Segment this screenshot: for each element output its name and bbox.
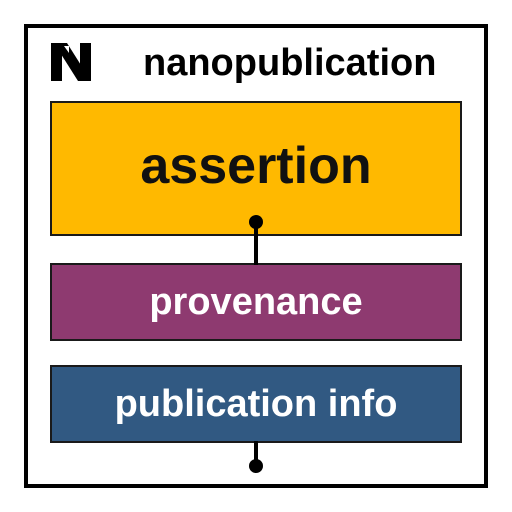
diagram-title: nanopublication xyxy=(143,42,437,84)
nanopub-logo-icon xyxy=(51,43,91,81)
assertion-box: assertion xyxy=(50,101,462,236)
publication-info-label: publication info xyxy=(114,382,398,425)
provenance-box: provenance xyxy=(50,263,462,341)
assertion-label: assertion xyxy=(140,136,372,195)
provenance-label: provenance xyxy=(149,280,363,323)
publication-info-box: publication info xyxy=(50,365,462,443)
